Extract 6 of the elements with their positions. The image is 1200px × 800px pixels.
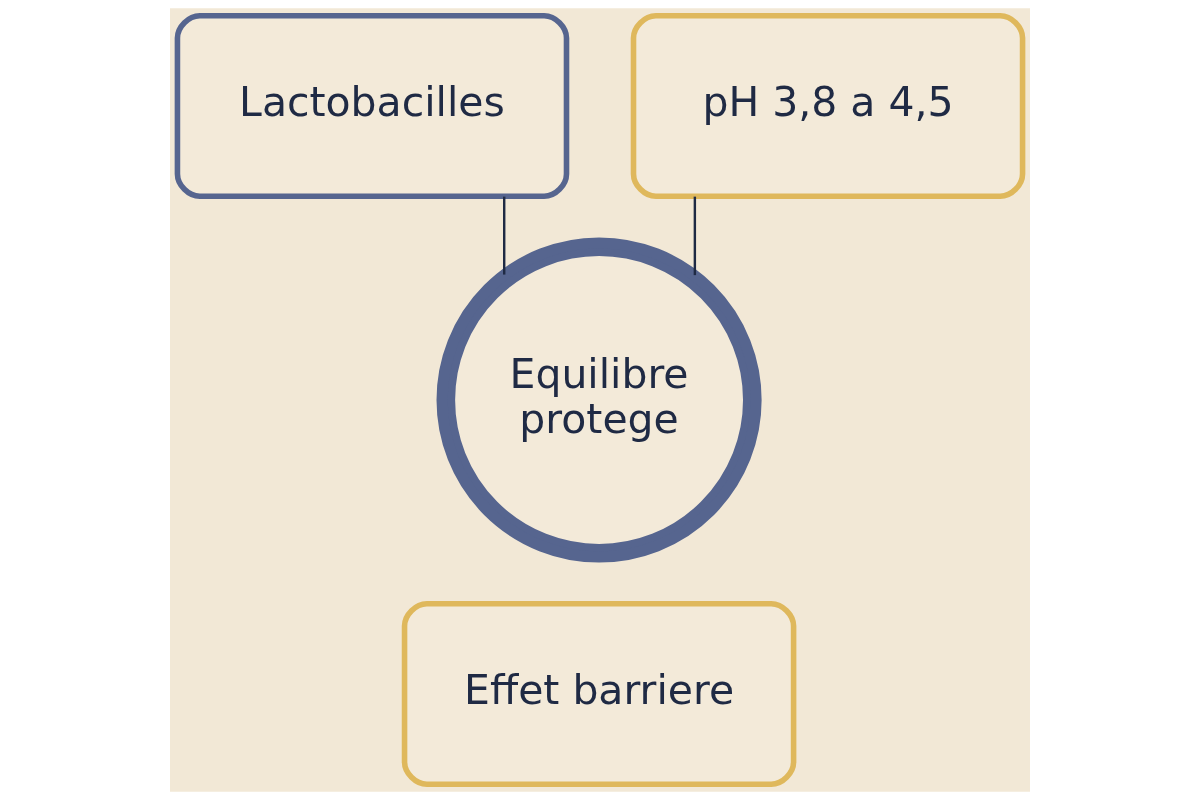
node-circle: Equilibre protege [436, 237, 762, 563]
connector [693, 196, 697, 276]
node-box: Effet barriere [401, 600, 797, 788]
connector [503, 196, 506, 275]
node-box: pH 3,8 a 4,5 [630, 12, 1026, 200]
node-box: Lactobacilles [174, 12, 570, 200]
